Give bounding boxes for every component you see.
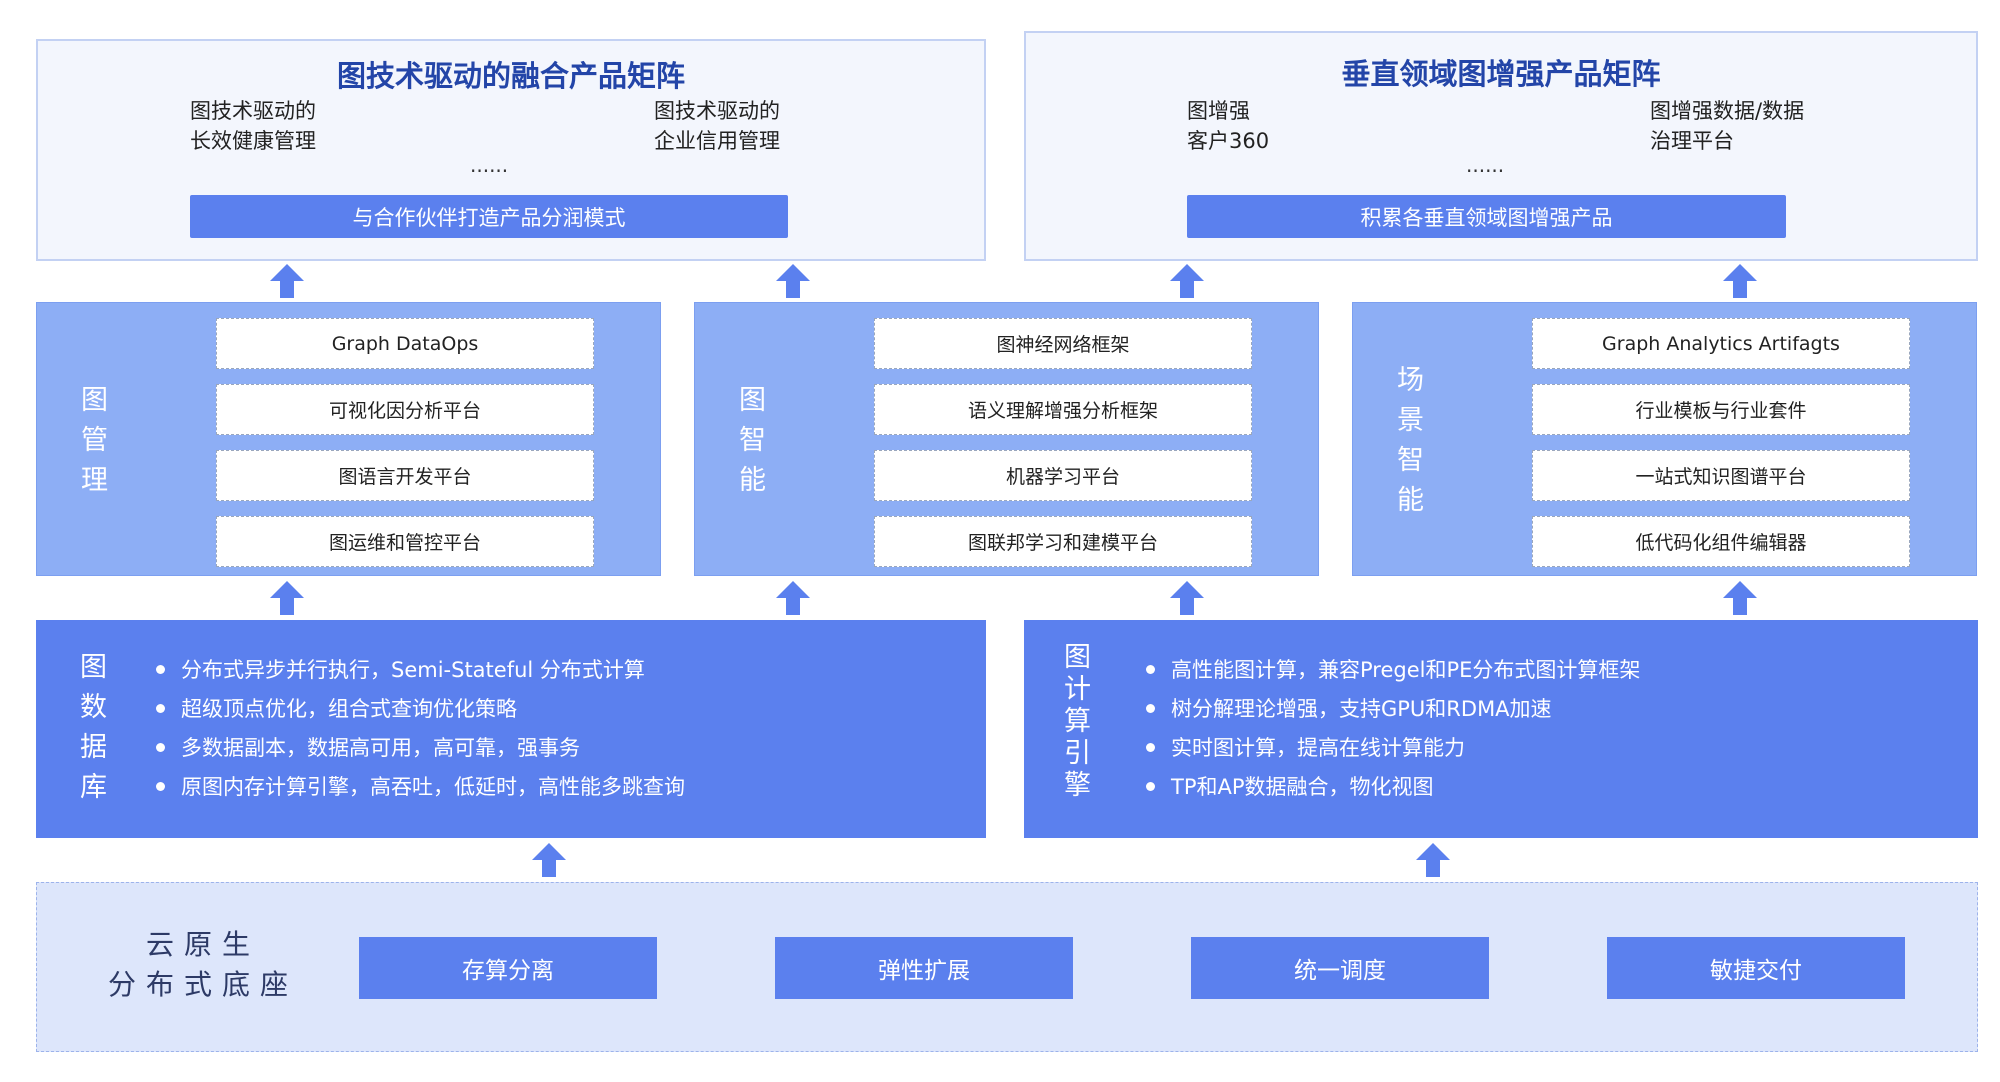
feature-bullet: 分布式异步并行执行，Semi-Stateful 分布式计算 xyxy=(156,651,685,690)
section-label: 图管理 xyxy=(81,385,108,496)
base-tile-storage-compute: 存算分离 xyxy=(359,937,657,999)
up-arrow-icon xyxy=(1723,264,1757,298)
base-tile-unified-scheduling: 统一调度 xyxy=(1191,937,1489,999)
ellipsis: ...... xyxy=(1466,153,1505,177)
panel-title: 垂直领域图增强产品矩阵 xyxy=(1341,57,1661,91)
graph-compute-engine-panel: 图计算引擎 高性能图计算，兼容Pregel和PE分布式图计算框架 树分解理论增强… xyxy=(1024,620,1978,838)
section-label: 图计算引擎 xyxy=(1064,642,1091,801)
up-arrow-icon xyxy=(1416,843,1450,877)
up-arrow-icon xyxy=(776,264,810,298)
up-arrow-icon xyxy=(1170,581,1204,615)
platform-item: 图语言开发平台 xyxy=(216,450,594,501)
up-arrow-icon xyxy=(1723,581,1757,615)
scenario-intelligence-panel: 场景智能 Graph Analytics Artifagts 行业模板与行业套件… xyxy=(1352,302,1977,576)
vertical-accumulate-bar: 积累各垂直领域图增强产品 xyxy=(1187,195,1786,238)
platform-item: 可视化因分析平台 xyxy=(216,384,594,435)
up-arrow-icon xyxy=(270,581,304,615)
product-item-health: 图技术驱动的 长效健康管理 xyxy=(190,99,316,153)
product-item-customer360: 图增强 客户360 xyxy=(1187,99,1270,153)
graph-intelligence-panel: 图智能 图神经网络框架 语义理解增强分析框架 机器学习平台 图联邦学习和建模平台 xyxy=(694,302,1319,576)
base-title-line1: 云原生 xyxy=(145,928,260,961)
platform-item: 图运维和管控平台 xyxy=(216,516,594,567)
base-title: 云原生 分布式底座 xyxy=(73,925,333,1005)
platform-item: 图神经网络框架 xyxy=(874,318,1252,369)
up-arrow-icon xyxy=(1170,264,1204,298)
base-tile-elastic-scaling: 弹性扩展 xyxy=(775,937,1073,999)
base-tile-agile-delivery: 敏捷交付 xyxy=(1607,937,1905,999)
cloud-native-base-panel: 云原生 分布式底座 存算分离 弹性扩展 统一调度 敏捷交付 xyxy=(36,882,1978,1052)
section-label: 场景智能 xyxy=(1397,365,1424,516)
feature-bullet: 原图内存计算引擎，高吞吐，低延时，高性能多跳查询 xyxy=(156,768,685,807)
feature-bullet: 实时图计算，提高在线计算能力 xyxy=(1146,729,1640,768)
platform-item: 低代码化组件编辑器 xyxy=(1532,516,1910,567)
ellipsis: ...... xyxy=(470,153,509,177)
platform-item: 一站式知识图谱平台 xyxy=(1532,450,1910,501)
vertical-product-matrix-panel: 垂直领域图增强产品矩阵 图增强 客户360 图增强数据/数据 治理平台 ....… xyxy=(1024,31,1978,261)
partner-profit-bar: 与合作伙伴打造产品分润模式 xyxy=(190,195,788,238)
graph-database-panel: 图数据库 分布式异步并行执行，Semi-Stateful 分布式计算 超级顶点优… xyxy=(36,620,986,838)
up-arrow-icon xyxy=(270,264,304,298)
up-arrow-icon xyxy=(532,843,566,877)
platform-item: 图联邦学习和建模平台 xyxy=(874,516,1252,567)
platform-item: 机器学习平台 xyxy=(874,450,1252,501)
feature-bullet: TP和AP数据融合，物化视图 xyxy=(1146,768,1640,807)
up-arrow-icon xyxy=(776,581,810,615)
feature-bullet: 多数据副本，数据高可用，高可靠，强事务 xyxy=(156,729,685,768)
feature-list: 高性能图计算，兼容Pregel和PE分布式图计算框架 树分解理论增强，支持GPU… xyxy=(1146,651,1640,807)
section-label: 图智能 xyxy=(739,385,766,496)
product-item-data-governance: 图增强数据/数据 治理平台 xyxy=(1650,99,1805,153)
feature-bullet: 树分解理论增强，支持GPU和RDMA加速 xyxy=(1146,690,1640,729)
platform-item: Graph DataOps xyxy=(216,318,594,369)
base-title-line2: 分布式底座 xyxy=(107,968,298,1001)
platform-item: 语义理解增强分析框架 xyxy=(874,384,1252,435)
fusion-product-matrix-panel: 图技术驱动的融合产品矩阵 图技术驱动的 长效健康管理 图技术驱动的 企业信用管理… xyxy=(36,39,986,261)
panel-title: 图技术驱动的融合产品矩阵 xyxy=(336,59,685,93)
feature-bullet: 超级顶点优化，组合式查询优化策略 xyxy=(156,690,685,729)
feature-list: 分布式异步并行执行，Semi-Stateful 分布式计算 超级顶点优化，组合式… xyxy=(156,651,685,807)
section-label: 图数据库 xyxy=(80,652,107,803)
platform-item: Graph Analytics Artifagts xyxy=(1532,318,1910,369)
product-item-credit: 图技术驱动的 企业信用管理 xyxy=(654,99,780,153)
graph-management-panel: 图管理 Graph DataOps 可视化因分析平台 图语言开发平台 图运维和管… xyxy=(36,302,661,576)
feature-bullet: 高性能图计算，兼容Pregel和PE分布式图计算框架 xyxy=(1146,651,1640,690)
platform-item: 行业模板与行业套件 xyxy=(1532,384,1910,435)
